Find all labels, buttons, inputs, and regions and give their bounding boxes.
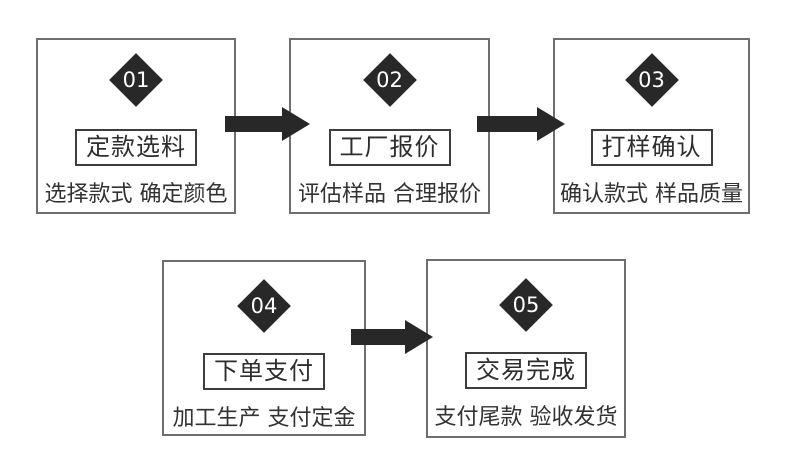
step-title: 工厂报价: [328, 129, 451, 167]
step-number-badge: 03: [624, 53, 679, 107]
arrow-right-icon: [225, 107, 310, 141]
step-description: 选择款式 确定颜色: [44, 182, 228, 208]
step-number: 04: [250, 294, 278, 318]
step-title: 打样确认: [590, 129, 713, 167]
step-description: 加工生产 支付定金: [172, 406, 356, 432]
arrow-head: [282, 107, 310, 141]
arrow-right-icon: [351, 320, 433, 354]
arrow-head: [537, 107, 565, 141]
step-title: 下单支付: [203, 353, 325, 391]
step-number-badge: 05: [499, 278, 553, 332]
step-card-02: 02 工厂报价 评估样品 合理报价: [289, 38, 490, 214]
arrow-shaft: [477, 116, 539, 132]
step-card-05: 05 交易完成 支付尾款 验收发货: [426, 259, 626, 438]
arrow-shaft: [225, 116, 284, 132]
step-number: 01: [122, 68, 150, 92]
arrow-right-icon: [477, 107, 565, 141]
step-title: 交易完成: [465, 352, 587, 390]
step-card-01: 01 定款选料 选择款式 确定颜色: [36, 38, 236, 214]
arrow-head: [405, 320, 433, 354]
step-number-badge: 01: [109, 53, 163, 107]
arrow-shaft: [351, 329, 407, 345]
step-card-03: 03 打样确认 确认款式 样品质量: [553, 38, 750, 214]
step-card-04: 04 下单支付 加工生产 支付定金: [162, 260, 366, 436]
step-number-badge: 02: [362, 53, 417, 107]
step-description: 确认款式 样品质量: [560, 182, 743, 208]
step-description: 支付尾款 验收发货: [434, 405, 618, 431]
step-number: 05: [512, 293, 540, 317]
step-number: 03: [638, 68, 665, 92]
step-number-badge: 04: [237, 279, 291, 333]
step-number: 02: [376, 68, 403, 92]
step-title: 定款选料: [75, 129, 197, 167]
step-description: 评估样品 合理报价: [298, 182, 481, 208]
